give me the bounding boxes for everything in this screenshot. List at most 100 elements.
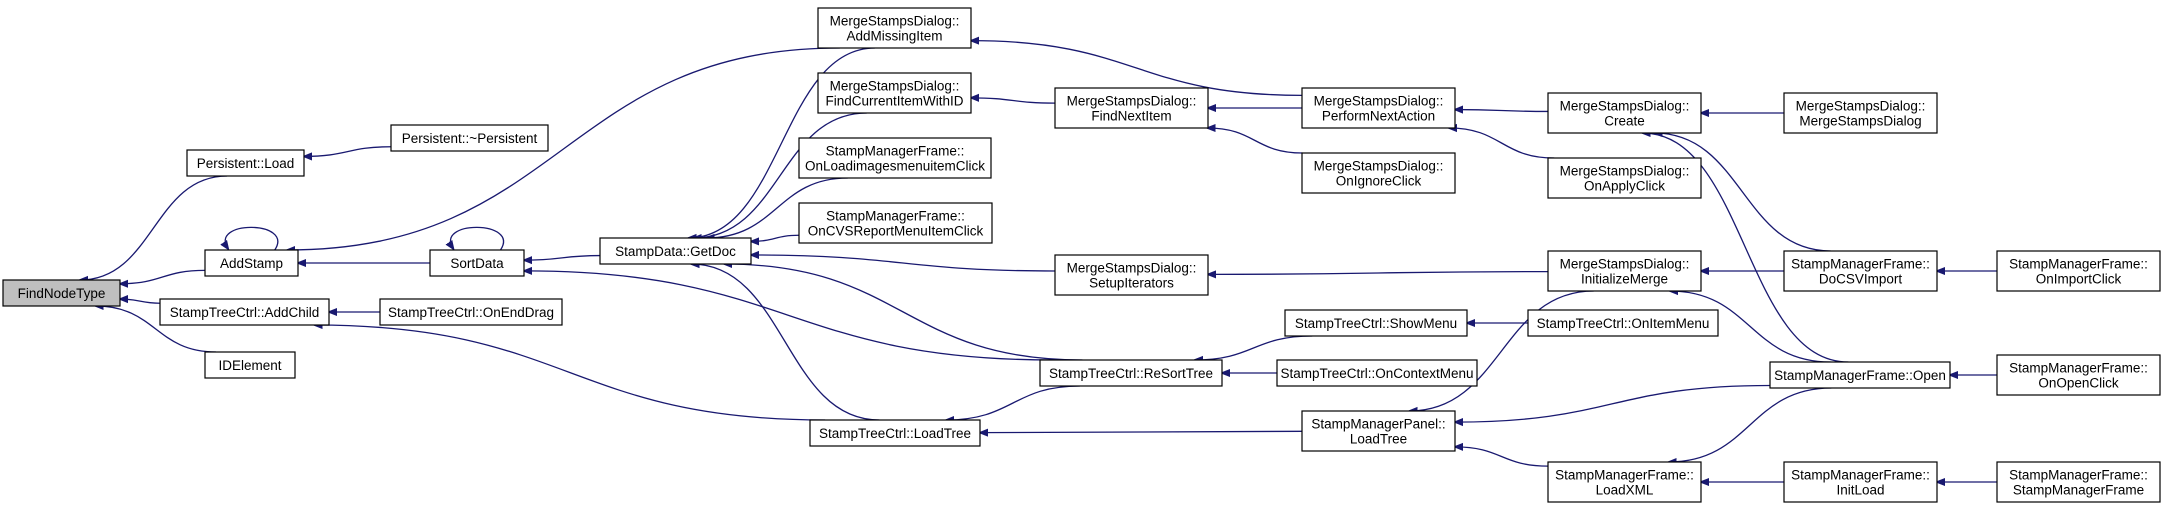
node-box <box>379 298 563 326</box>
edge-msd-create-to-msd-performnextaction <box>1455 110 1549 112</box>
edge-msd-setupiterators-to-stampdata-getdoc <box>751 255 1056 272</box>
node-msd-create[interactable]: MergeStampsDialog::Create <box>1547 92 1702 134</box>
node-label: StampTreeCtrl::ShowMenu <box>1295 316 1457 331</box>
node-label: LoadXML <box>1596 483 1654 498</box>
edge-stamptree-resorttree-to-stampdata-getdoc <box>724 264 1083 361</box>
node-msd-setupiterators[interactable]: MergeStampsDialog::SetupIterators <box>1054 254 1209 296</box>
node-label: StampManagerFrame:: <box>1791 468 1930 483</box>
node-label: StampTreeCtrl::OnEndDrag <box>388 305 554 320</box>
node-box <box>1054 87 1209 129</box>
node-label: StampManagerFrame:: <box>1555 468 1694 483</box>
node-label: PerformNextAction <box>1322 109 1435 124</box>
node-label: StampTreeCtrl::LoadTree <box>819 426 971 441</box>
edge-smf-open-to-smp-loadtree <box>1455 384 1771 422</box>
node-label: StampTreeCtrl::OnContextMenu <box>1280 366 1473 381</box>
node-label: StampManagerFrame:: <box>826 144 965 159</box>
node-stamptree-addchild[interactable]: StampTreeCtrl::AddChild <box>159 298 330 326</box>
node-label: InitializeMerge <box>1581 272 1668 287</box>
edge-stamptree-addchild-to-findnodetype <box>120 299 161 304</box>
node-smf-docsvimport[interactable]: StampManagerFrame::DoCSVImport <box>1783 250 1938 292</box>
node-label: MergeStampsDialog:: <box>1796 99 1926 114</box>
node-label: MergeStampsDialog:: <box>830 79 960 94</box>
node-stamptree-loadtree[interactable]: StampTreeCtrl::LoadTree <box>809 419 981 447</box>
edge-msd-initializemerge-to-msd-setupiterators <box>1208 272 1549 275</box>
node-sortdata[interactable]: SortData <box>429 249 525 277</box>
node-label: OnLoadimagesmenuitemClick <box>805 159 985 174</box>
node-box <box>1547 92 1702 134</box>
edge-stamptree-showmenu-to-stamptree-resorttree <box>1195 335 1313 360</box>
node-msd-onignoreclick[interactable]: MergeStampsDialog::OnIgnoreClick <box>1301 152 1456 194</box>
node-label: MergeStampsDialog:: <box>1067 94 1197 109</box>
edge-smf-open-to-msd-initializemerge <box>1670 291 1831 363</box>
node-label: StampManagerFrame:: <box>2009 361 2148 376</box>
node-smf-loadxml[interactable]: StampManagerFrame::LoadXML <box>1547 461 1702 503</box>
edge-persistent-load-to-findnodetype <box>80 175 228 280</box>
node-smf-onopenclick[interactable]: StampManagerFrame::OnOpenClick <box>1996 354 2161 396</box>
node-msd-performnextaction[interactable]: MergeStampsDialog::PerformNextAction <box>1301 87 1456 129</box>
node-stamptree-resorttree[interactable]: StampTreeCtrl::ReSortTree <box>1039 359 1223 387</box>
node-msd-ctor[interactable]: MergeStampsDialog::MergeStampsDialog <box>1783 92 1938 134</box>
node-box <box>798 137 992 179</box>
node-label: StampManagerFrame <box>2013 483 2144 498</box>
node-box <box>817 7 972 49</box>
node-msd-findnextitem[interactable]: MergeStampsDialog::FindNextItem <box>1054 87 1209 129</box>
node-smf-onimportclick[interactable]: StampManagerFrame::OnImportClick <box>1996 250 2161 292</box>
node-box <box>2 279 121 307</box>
node-findnodetype[interactable]: FindNodeType <box>2 279 121 307</box>
node-smf-open[interactable]: StampManagerFrame::Open <box>1769 361 1951 389</box>
edge-sortdata-to-sortdata <box>450 226 504 250</box>
node-smf-ctor[interactable]: StampManagerFrame::StampManagerFrame <box>1996 461 2161 503</box>
node-stampdata-getdoc[interactable]: StampData::GetDoc <box>599 237 752 265</box>
node-addstamp[interactable]: AddStamp <box>204 249 299 277</box>
node-smf-oncvsreport[interactable]: StampManagerFrame::OnCVSReportMenuItemCl… <box>798 202 993 244</box>
node-box <box>798 202 993 244</box>
node-label: FindCurrentItemWithID <box>825 94 963 109</box>
node-box <box>159 298 330 326</box>
node-label: StampData::GetDoc <box>615 244 736 259</box>
node-box <box>1783 92 1938 134</box>
node-msd-findcurrentitemwithid[interactable]: MergeStampsDialog::FindCurrentItemWithID <box>817 72 972 114</box>
edge-smf-docsvimport-to-msd-create <box>1654 133 1831 252</box>
node-stamptree-onenddrag[interactable]: StampTreeCtrl::OnEndDrag <box>379 298 563 326</box>
edge-stampdata-getdoc-to-sortdata <box>524 254 601 261</box>
edge-msd-findnextitem-to-msd-findcurrentitemwithid <box>971 98 1056 104</box>
node-label: Persistent::~Persistent <box>402 131 538 146</box>
node-smf-onloadimages[interactable]: StampManagerFrame::OnLoadimagesmenuitemC… <box>798 137 992 179</box>
node-smp-loadtree[interactable]: StampManagerPanel::LoadTree <box>1301 410 1456 452</box>
node-label: MergeStampsDialog:: <box>1067 261 1197 276</box>
node-msd-addmissingitem[interactable]: MergeStampsDialog::AddMissingItem <box>817 7 972 49</box>
node-box <box>1769 361 1951 389</box>
node-persistent-dtor[interactable]: Persistent::~Persistent <box>390 124 549 152</box>
node-label: MergeStampsDialog <box>1799 114 1921 129</box>
edge-smf-open-to-smf-loadxml <box>1669 387 1832 462</box>
node-label: OnCVSReportMenuItemClick <box>808 224 984 239</box>
node-label: StampManagerFrame:: <box>2009 257 2148 272</box>
node-box <box>186 149 305 177</box>
node-persistent-load[interactable]: Persistent::Load <box>186 149 305 177</box>
node-msd-initializemerge[interactable]: MergeStampsDialog::InitializeMerge <box>1547 250 1702 292</box>
node-box <box>1301 410 1456 452</box>
edge-msd-addmissingitem-to-addstamp <box>287 47 840 250</box>
node-idelement[interactable]: IDElement <box>204 351 296 379</box>
edge-idelement-to-findnodetype <box>96 306 216 353</box>
node-stamptree-onitemmenu[interactable]: StampTreeCtrl::OnItemMenu <box>1527 309 1719 337</box>
edge-stamptree-resorttree-to-stamptree-loadtree <box>946 385 1080 420</box>
node-msd-onapplyclick[interactable]: MergeStampsDialog::OnApplyClick <box>1547 157 1702 199</box>
node-stamptree-oncontextmenu[interactable]: StampTreeCtrl::OnContextMenu <box>1276 359 1478 387</box>
edge-stamptree-loadtree-to-stamptree-addchild <box>314 325 826 421</box>
node-smf-initload[interactable]: StampManagerFrame::InitLoad <box>1783 461 1938 503</box>
node-label: MergeStampsDialog:: <box>1560 99 1690 114</box>
edge-addstamp-to-findnodetype <box>120 269 206 283</box>
node-label: StampTreeCtrl::OnItemMenu <box>1537 316 1710 331</box>
edge-smf-open-to-msd-create <box>1642 133 1849 363</box>
edge-smp-loadtree-to-stamptree-loadtree <box>980 431 1303 432</box>
node-label: FindNextItem <box>1091 109 1171 124</box>
node-label: FindNodeType <box>18 286 106 301</box>
edge-stamptree-resorttree-to-sortdata <box>524 271 1054 361</box>
node-box <box>1547 461 1702 503</box>
node-label: AddMissingItem <box>846 29 942 44</box>
edge-msd-initializemerge-to-smp-loadtree <box>1409 290 1594 411</box>
edge-stamptree-loadtree-to-stampdata-getdoc <box>691 264 880 421</box>
node-stamptree-showmenu[interactable]: StampTreeCtrl::ShowMenu <box>1284 309 1468 337</box>
